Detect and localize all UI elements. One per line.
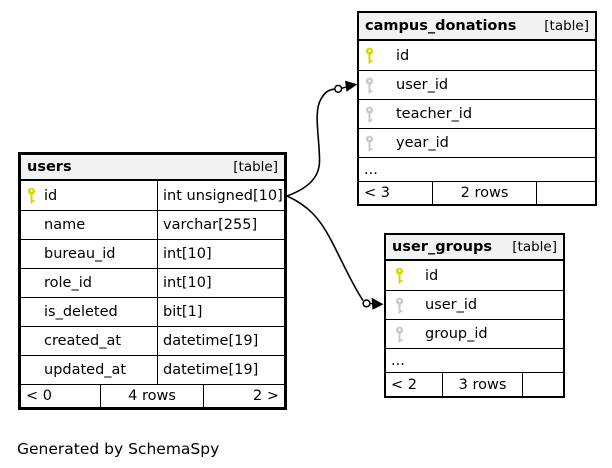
column-type: int[10] (157, 269, 284, 297)
column-name: updated_at (44, 362, 127, 378)
pagination-footer: < 3 2 rows (359, 181, 595, 204)
table-type-badge: [table] (512, 239, 557, 255)
footer-prev[interactable]: < 2 (391, 376, 417, 393)
column-row: id (359, 41, 595, 70)
column-row: id int unsigned[10] (21, 181, 284, 210)
column-name: is_deleted (44, 304, 118, 320)
column-row: year_id (359, 128, 595, 157)
column-row: name varchar[255] (21, 210, 284, 239)
footer-row-count: 2 rows (432, 182, 536, 204)
table-header: user_groups [table] (386, 235, 563, 261)
column-name: role_id (44, 275, 92, 291)
column-name: year_id (396, 135, 449, 151)
foreign-key-icon (395, 326, 404, 342)
column-row: teacher_id (359, 99, 595, 128)
primary-key-icon (365, 47, 374, 64)
arrowhead-icon (371, 297, 384, 310)
table-name[interactable]: campus_donations (365, 18, 517, 34)
footer-row-count: 4 rows (100, 385, 203, 407)
column-name: id (425, 267, 439, 284)
table-users: users [table] id int unsigned[10] name v… (18, 152, 287, 410)
foreign-key-icon (365, 106, 374, 122)
column-row: is_deleted bit[1] (21, 297, 284, 326)
column-name: group_id (425, 326, 488, 342)
pagination-footer: < 2 3 rows (386, 372, 563, 396)
table-name[interactable]: user_groups (392, 239, 493, 255)
column-row: id (386, 261, 563, 290)
table-header: users [table] (21, 155, 284, 181)
generated-by-note: Generated by SchemaSpy (17, 440, 220, 458)
column-type: bit[1] (157, 298, 284, 326)
table-type-badge: [table] (233, 159, 278, 175)
footer-row-count: 3 rows (442, 373, 522, 396)
foreign-key-icon (395, 297, 404, 313)
table-name[interactable]: users (27, 159, 72, 175)
hidden-columns-ellipsis: ... (386, 348, 563, 372)
column-type: datetime[19] (157, 327, 284, 355)
table-header: campus_donations [table] (359, 13, 595, 41)
column-name: name (44, 217, 86, 233)
foreign-key-icon (365, 135, 374, 151)
column-name: id (44, 187, 58, 204)
crows-foot-circle (362, 299, 371, 308)
crows-foot-circle (334, 84, 343, 93)
column-name: bureau_id (44, 246, 116, 262)
column-row: group_id (386, 319, 563, 348)
footer-next (522, 373, 563, 396)
table-type-badge: [table] (544, 18, 589, 34)
arrowhead-icon (345, 80, 358, 92)
column-type: varchar[255] (157, 211, 284, 239)
column-row: role_id int[10] (21, 268, 284, 297)
footer-prev[interactable]: < 0 (26, 388, 52, 404)
foreign-key-icon (365, 77, 374, 93)
column-row: updated_at datetime[19] (21, 355, 284, 384)
connector-stub (341, 85, 349, 89)
column-type: datetime[19] (157, 356, 284, 384)
column-row: created_at datetime[19] (21, 326, 284, 355)
primary-key-icon (27, 187, 36, 204)
hidden-columns-ellipsis: ... (359, 157, 595, 181)
footer-prev[interactable]: < 3 (364, 185, 390, 201)
footer-next[interactable]: 2 > (203, 385, 284, 407)
relationship-line-users-campus-donations (286, 88, 335, 197)
column-type: int[10] (157, 240, 284, 268)
table-campus-donations: campus_donations [table] id (357, 11, 597, 206)
primary-key-icon (395, 267, 404, 284)
column-row: user_id (386, 290, 563, 319)
column-name: id (396, 47, 410, 64)
footer-next (536, 182, 595, 204)
relationship-line-users-user-groups (286, 195, 364, 301)
column-name: teacher_id (396, 106, 473, 122)
column-name: user_id (396, 77, 449, 93)
table-user-groups: user_groups [table] id (384, 233, 565, 398)
column-row: user_id (359, 70, 595, 99)
column-type: int unsigned[10] (157, 181, 284, 210)
column-row: bureau_id int[10] (21, 239, 284, 268)
column-name: user_id (425, 297, 478, 313)
column-name: created_at (44, 333, 122, 349)
pagination-footer: < 0 4 rows 2 > (21, 384, 284, 407)
